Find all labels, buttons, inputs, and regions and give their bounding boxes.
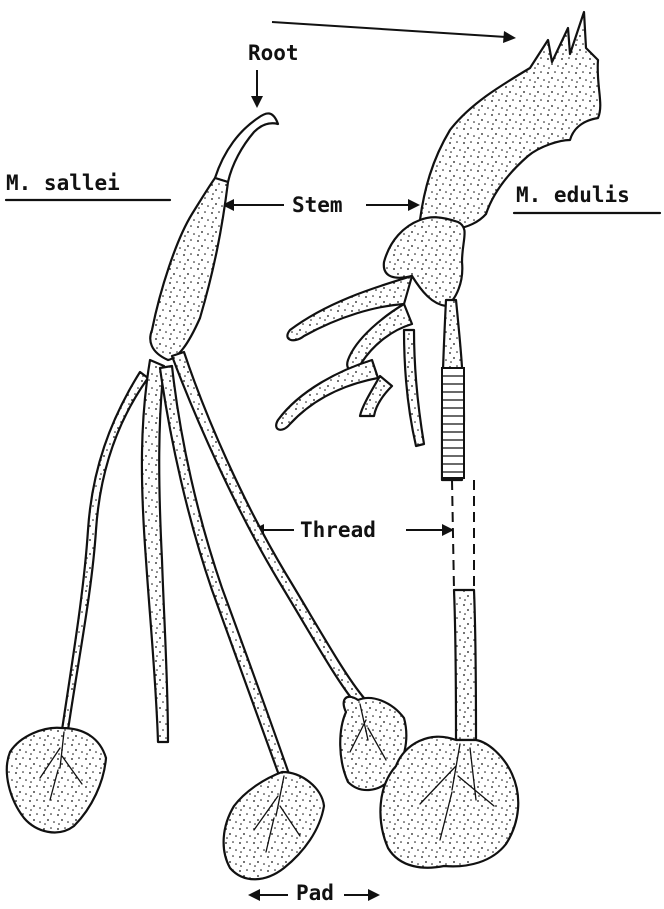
arrow-thread-right <box>406 524 454 536</box>
label-species-edulis: M. edulis <box>516 183 630 207</box>
arrow-top <box>272 22 516 43</box>
edulis-branch-5 <box>404 330 424 446</box>
edulis-thread-lower <box>454 590 476 740</box>
sallei-thread-3 <box>160 366 289 778</box>
sallei-root <box>215 113 278 182</box>
label-pad: Pad <box>296 881 334 905</box>
label-thread: Thread <box>300 518 376 542</box>
label-root: Root <box>248 41 299 65</box>
label-stem: Stem <box>292 193 343 217</box>
arrow-stem-left <box>222 199 284 211</box>
sallei-thread-1 <box>62 372 148 730</box>
sallei-pad-a <box>7 728 106 833</box>
edulis-thread-dashed <box>452 480 474 590</box>
arrow-pad-right <box>344 889 380 901</box>
sallei-specimen <box>7 113 406 879</box>
edulis-branch-3 <box>276 360 378 430</box>
sallei-stem <box>150 178 228 360</box>
sallei-pad-b <box>224 772 324 879</box>
arrow-stem-right <box>366 199 420 211</box>
edulis-specimen <box>276 12 600 868</box>
label-species-sallei: M. sallei <box>6 171 120 195</box>
arrow-pad-left <box>248 889 288 901</box>
arrow-root <box>251 70 263 108</box>
sallei-thread-2 <box>142 360 168 742</box>
edulis-thread-rings <box>442 368 464 478</box>
